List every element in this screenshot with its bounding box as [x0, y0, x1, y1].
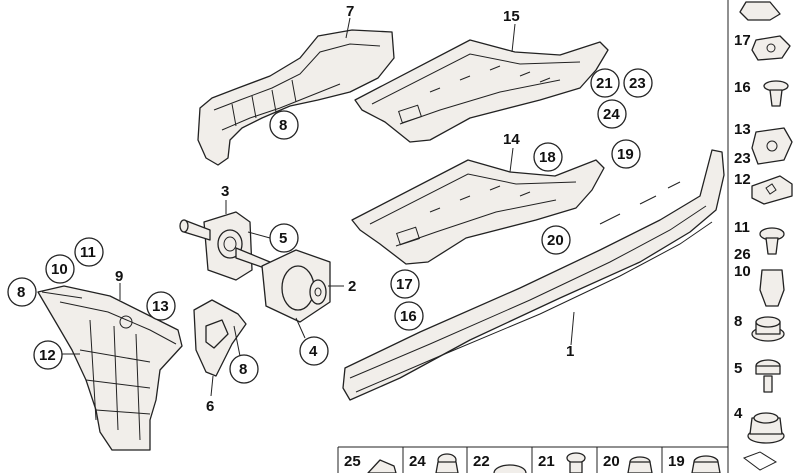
side-part-11: 11 26 — [734, 219, 785, 263]
side-part-12: 12 — [734, 171, 793, 205]
callout-5: 5 — [279, 230, 287, 247]
part-15-tray: 15 — [354, 8, 609, 143]
bottom-part-21: 21 — [538, 452, 586, 473]
callout-1: 1 — [566, 343, 574, 360]
callout-7: 7 — [346, 3, 354, 20]
callout-19: 19 — [617, 146, 634, 163]
svg-text:4: 4 — [734, 405, 743, 422]
callout-11: 11 — [80, 244, 96, 261]
svg-text:17: 17 — [734, 32, 751, 49]
side-part-4: 4 — [734, 405, 785, 444]
callout-12: 12 — [39, 347, 56, 364]
svg-text:8: 8 — [734, 313, 742, 330]
side-part-13: 13 23 — [734, 121, 793, 167]
callout-17: 17 — [396, 276, 413, 293]
bottom-part-20: 20 — [603, 453, 653, 473]
callout-4: 4 — [309, 343, 318, 360]
side-part-10: 10 — [734, 263, 785, 307]
callout-8b: 8 — [17, 284, 25, 301]
side-part-5: 5 — [734, 359, 781, 393]
svg-text:10: 10 — [734, 263, 751, 280]
callout-24: 24 — [603, 106, 620, 123]
bottom-part-24: 24 — [409, 453, 459, 473]
side-part-17: 17 — [734, 32, 791, 61]
callout-2: 2 — [348, 278, 356, 295]
callout-circles: 8 5 4 8 11 10 8 13 12 21 23 24 18 19 20 … — [7, 68, 653, 384]
svg-text:16: 16 — [734, 79, 751, 96]
callout-8a: 8 — [279, 117, 287, 134]
side-parts-column: 17 16 13 23 12 11 26 10 — [727, 0, 793, 473]
callout-13: 13 — [152, 298, 169, 315]
callout-20: 20 — [547, 232, 564, 249]
part-1-carrier: 1 — [342, 149, 725, 401]
svg-text:19: 19 — [668, 453, 685, 470]
callout-9: 9 — [115, 268, 123, 285]
svg-text:12: 12 — [734, 171, 751, 188]
callout-14: 14 — [503, 131, 520, 148]
callout-23: 23 — [629, 75, 646, 92]
bottom-part-25: 25 — [344, 453, 397, 473]
svg-text:20: 20 — [603, 453, 620, 470]
svg-text:5: 5 — [734, 360, 742, 377]
part-6-plate: 6 — [193, 299, 247, 415]
part-2-mount: 2 — [261, 249, 356, 339]
callout-18: 18 — [539, 149, 556, 166]
bottom-parts-strip: 25 24 22 21 20 19 — [337, 446, 728, 473]
callout-15: 15 — [503, 8, 520, 25]
svg-text:11: 11 — [734, 219, 750, 236]
callout-3: 3 — [221, 183, 229, 200]
side-part-16: 16 — [734, 79, 789, 107]
callout-6: 6 — [206, 398, 214, 415]
part-9-frame: 9 — [37, 268, 183, 451]
side-arrow-icon — [742, 451, 778, 471]
bottom-part-19: 19 — [668, 453, 721, 473]
callout-21: 21 — [596, 75, 613, 92]
side-part-8: 8 — [734, 313, 785, 342]
part-14-tray: 14 — [351, 131, 605, 265]
svg-text:22: 22 — [473, 453, 490, 470]
svg-text:21: 21 — [538, 453, 555, 470]
part-3-mount: 3 — [179, 183, 271, 281]
svg-text:23: 23 — [734, 150, 751, 167]
part-7-bracket: 7 — [197, 3, 395, 166]
svg-text:26: 26 — [734, 246, 751, 263]
svg-text:13: 13 — [734, 121, 751, 138]
bottom-part-22: 22 — [473, 453, 527, 473]
callout-16: 16 — [400, 308, 417, 325]
svg-text:25: 25 — [344, 453, 361, 470]
callout-8c: 8 — [239, 361, 247, 378]
svg-text:24: 24 — [409, 453, 426, 470]
callout-10: 10 — [51, 261, 68, 278]
